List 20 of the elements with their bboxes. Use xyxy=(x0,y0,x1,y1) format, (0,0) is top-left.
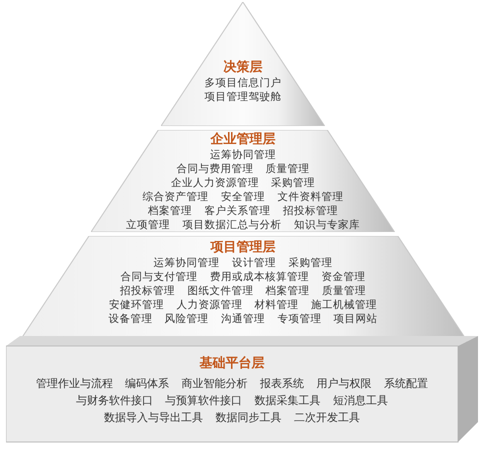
module-list: 运筹协同管理 设计管理 采购管理 xyxy=(154,256,332,270)
module-list: 合同与费用管理 质量管理 xyxy=(176,162,310,176)
layer-title: 决策层 xyxy=(223,59,262,76)
module-list: 档案管理 客户关系管理 招投标管理 xyxy=(148,204,338,218)
module-list: 招投标管理 图纸文件管理 档案管理 质量管理 xyxy=(120,284,366,298)
module-list: 项目管理驾驶舱 xyxy=(204,90,282,104)
layer-title: 项目管理层 xyxy=(210,239,276,256)
layer-title: 基础平台层 xyxy=(200,355,264,372)
module-list: 数据导入与导出工具 数据同步工具 二次开发工具 xyxy=(104,409,360,426)
module-list: 综合资产管理 安全管理 文件资料管理 xyxy=(142,190,344,204)
module-list: 合同与支付管理 费用或成本核算管理 资金管理 xyxy=(120,270,366,284)
layer-title: 企业管理层 xyxy=(210,131,276,148)
module-list: 设备管理 风险管理 沟通管理 专项管理 项目网站 xyxy=(108,312,378,326)
module-list: 运筹协同管理 xyxy=(210,148,276,162)
module-list: 企业人力资源管理 采购管理 xyxy=(170,176,316,190)
module-list: 多项目信息门户 xyxy=(204,76,282,90)
module-list: 立项管理 项目数据汇总与分析 知识与专家库 xyxy=(126,218,360,232)
module-list: 安健环管理 人力资源管理 材料管理 施工机械管理 xyxy=(108,298,377,312)
module-list: 管理作业与流程 编码体系 商业智能分析 报表系统 用户与权限 系统配置 xyxy=(36,375,428,392)
module-list: 与财务软件接口 与预算软件接口 数据采集工具 短消息工具 xyxy=(76,392,388,409)
